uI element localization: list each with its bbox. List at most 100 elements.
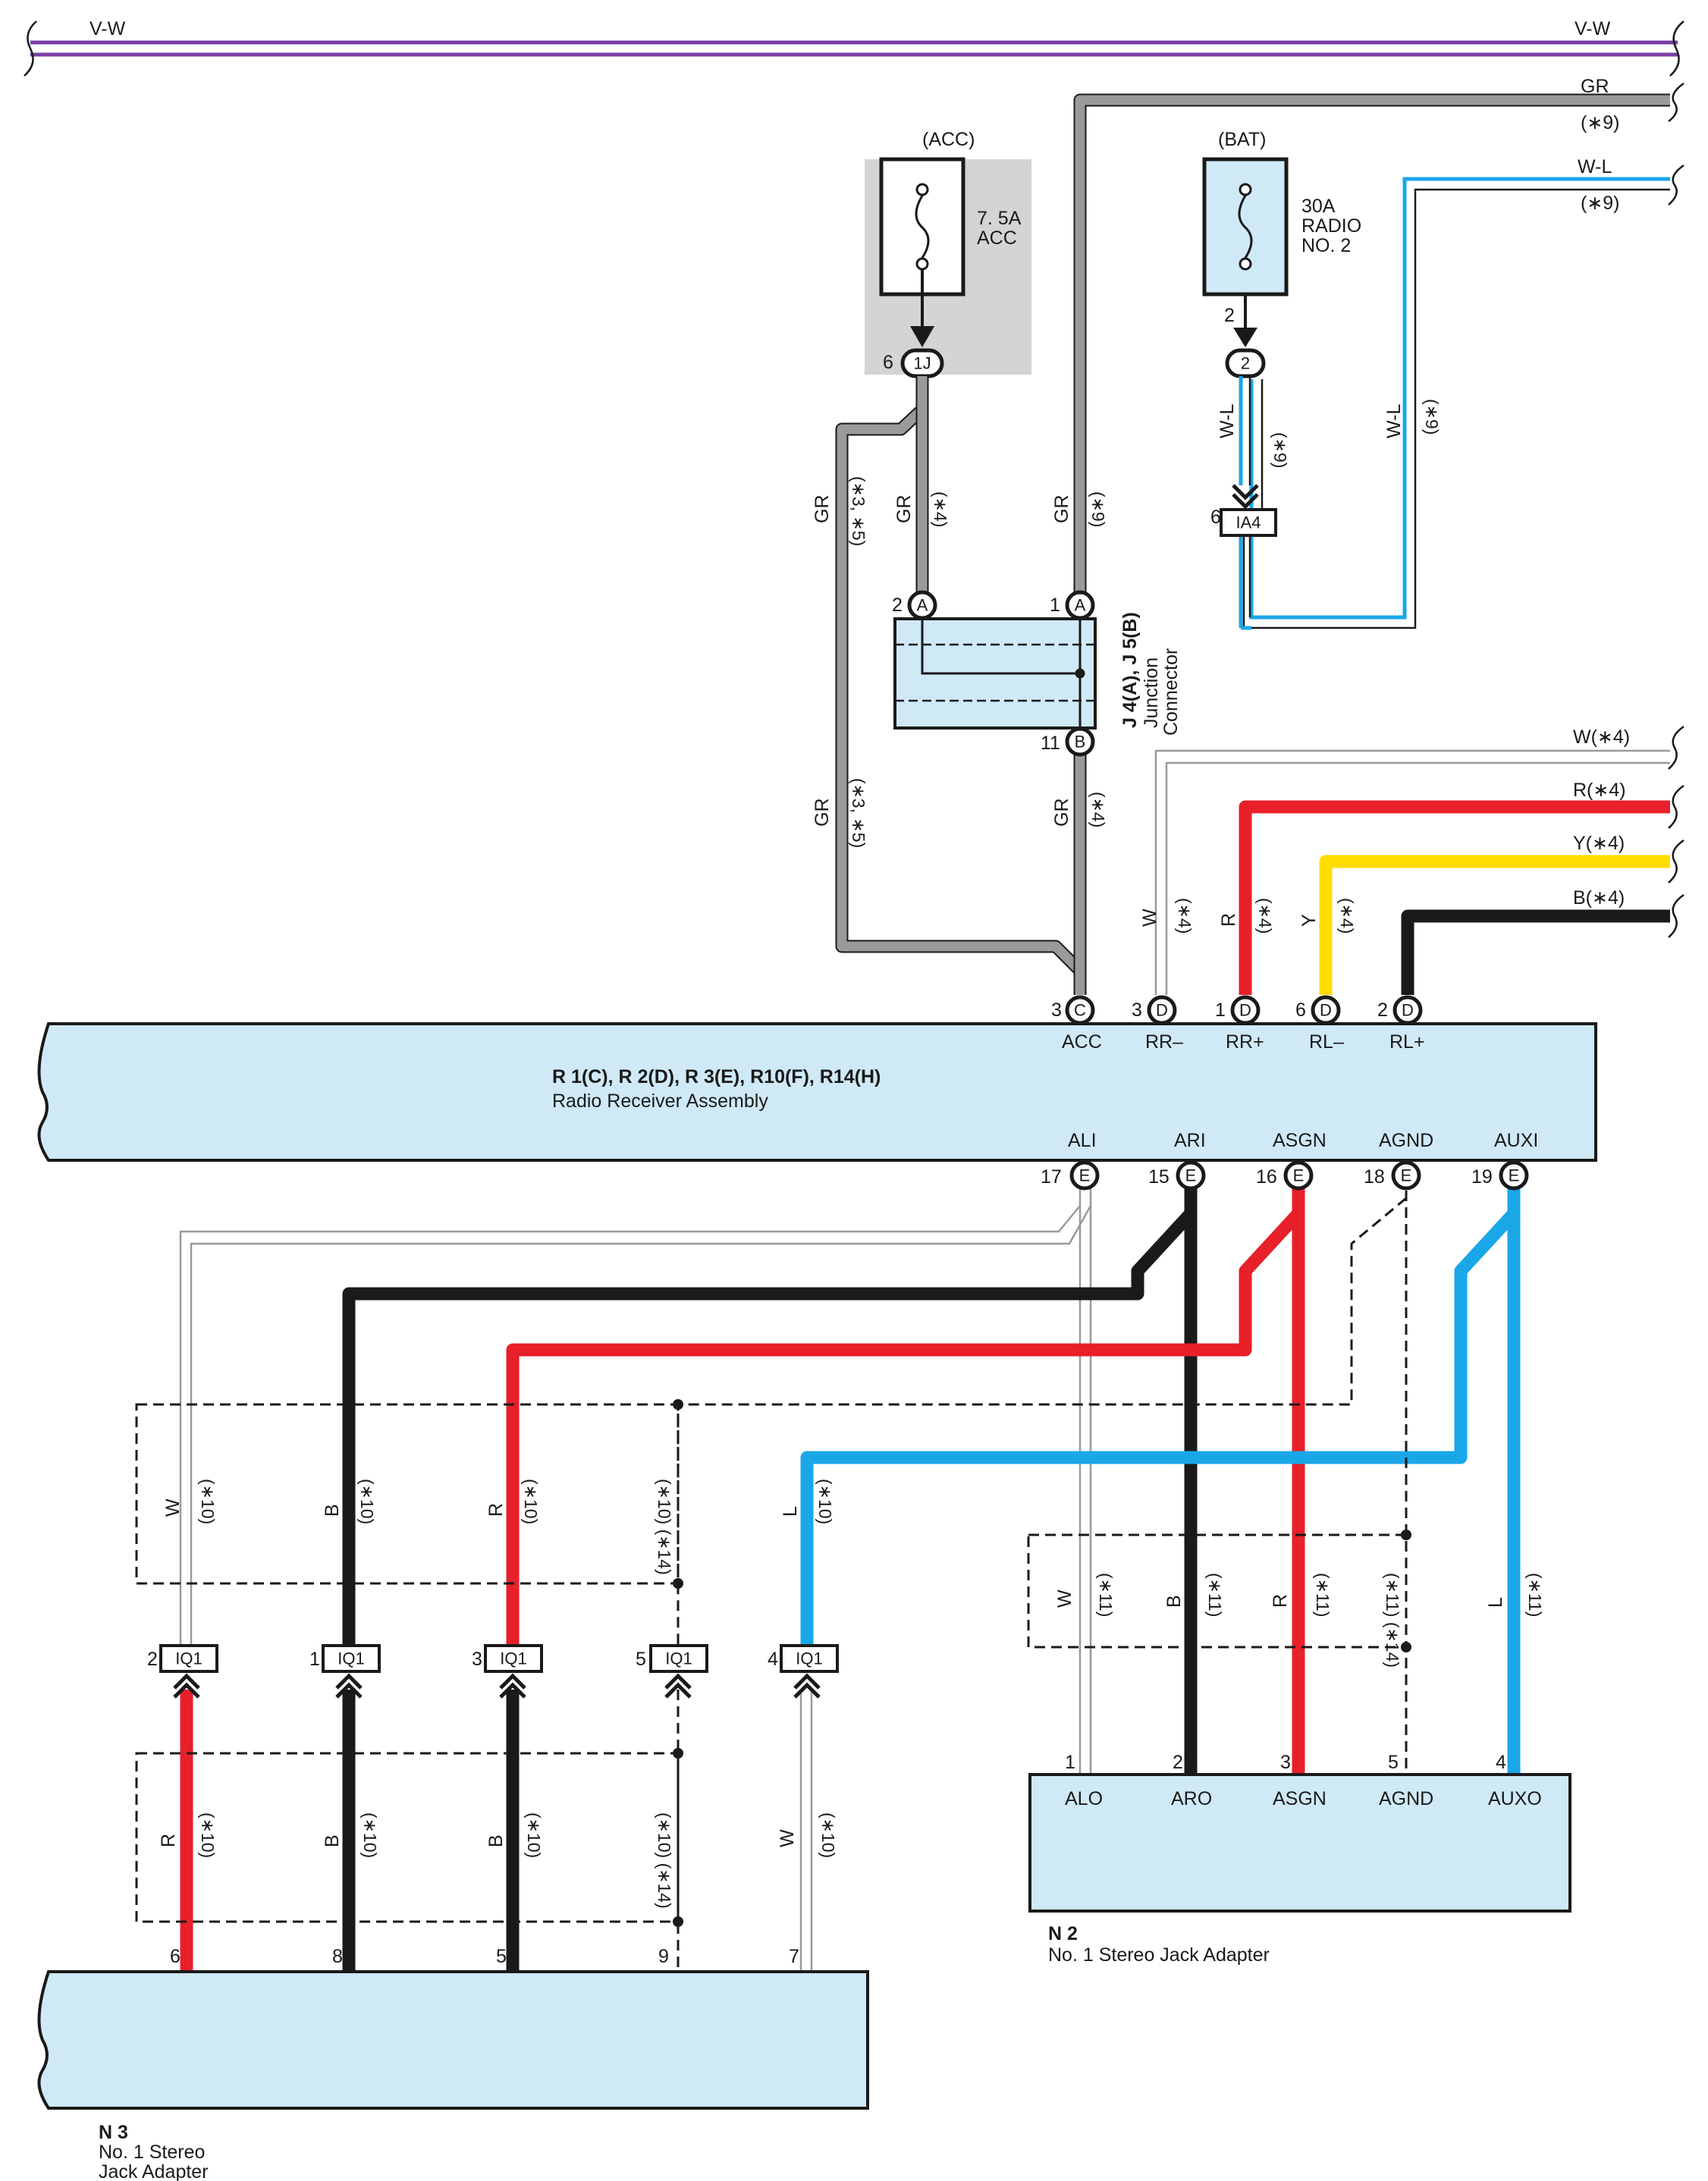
w-l-vert-label-2: W-L [1383,404,1405,438]
n3-box [37,1970,869,2110]
radio-top-pin-rl-minus: 6 D RL– [1295,995,1344,1053]
radio-bottom-pin-ari-letter: E [1185,1166,1197,1185]
left-upper-label-r: R [485,1503,507,1517]
radio-bottom-pin-asgn-name: ASGN [1273,1130,1327,1151]
radio-receiver-box [37,1022,1597,1162]
iq1-connector-3: 3 IQ1 [472,1644,543,1699]
radio-bottom-pin-asgn: 16 E [1256,1160,1314,1191]
left-upper-label-l: L [780,1506,801,1517]
radio-bottom-pin-ali-letter: E [1079,1166,1091,1185]
radio-top-pin-rr-minus-num: 3 [1132,999,1142,1021]
n3-subtitle-1: No. 1 Stereo [99,2142,205,2163]
left-upper-note-w: (∗10) [198,1479,218,1524]
bat-w-l-wire [1232,376,1259,630]
radio-top-pin-rr-minus-name: RR– [1145,1031,1183,1053]
rr-plus-vert-note: (∗4) [1255,898,1275,934]
n2-pin-auxo: AUXO [1488,1788,1542,1809]
w-l-label: W-L [1578,156,1612,177]
radio-bottom-pin-ali: 17 E [1041,1160,1100,1191]
w-l-vert-note-2: (∗9) [1422,399,1442,435]
acc-connector-pin: 6 [883,352,893,373]
radio-top-pin-rl-minus-name: RL– [1309,1031,1344,1053]
n2-pin-alo: ALO [1065,1788,1103,1809]
gr-vert-note-5: (∗4) [1088,792,1108,827]
n3-pin-7: 7 [789,1946,799,1967]
right-label-b: B [1163,1595,1185,1608]
radio-bottom-pin-auxi-name: AUXI [1494,1130,1538,1151]
gr-vert-label-3: GR [1051,495,1072,524]
junction-pin-11-num: 11 [1041,733,1060,754]
right-shield [1027,1533,1408,1649]
junction-subtitle-2: Connector [1160,648,1182,736]
iq1-3-pin: 3 [472,1649,482,1670]
junction-pin-a2-letter: A [917,596,928,615]
radio-top-pin-acc-num: 3 [1051,999,1062,1021]
radio-top-pin-rl-plus-name: RL+ [1389,1031,1425,1053]
radio-bottom-pin-ari: 15 E [1148,1160,1206,1191]
left-shield-lower [135,1752,680,1923]
shield-junction-dot [673,1578,683,1589]
n2-title: N 2 [1048,1923,1078,1944]
radio-top-pin-rr-minus-circle [1147,995,1177,1025]
radio-top-pin-rr-plus-name: RR+ [1226,1031,1264,1053]
radio-bottom-pin-ali-num: 17 [1041,1166,1062,1188]
left-lower-note-shield: (∗10) (∗14) [655,1812,674,1909]
right-label-r: R [1270,1594,1291,1608]
gr-vert-label-2: GR [893,495,915,524]
right-label-w: W [1054,1589,1075,1608]
acc-fuse-rating: 7. 5A [977,208,1022,229]
left-upper-note-l: (∗10) [815,1479,835,1524]
shield-junction-dot [673,1748,683,1759]
iq1-1-id: IQ1 [338,1649,364,1668]
right-note-b: (∗11) [1205,1573,1225,1617]
shield-junction-dot [1401,1642,1411,1652]
bat-fuse-name-2: NO. 2 [1301,235,1351,256]
gr-label: GR [1581,76,1609,97]
iq1-5-pin: 5 [636,1649,646,1670]
ia4-connector [1220,508,1277,537]
radio-bottom-pin-asgn-circle [1283,1160,1314,1191]
shield-junction-dot [1401,1530,1411,1540]
iq1-2-id: IQ1 [175,1649,202,1668]
n2-subtitle: No. 1 Stereo Jack Adapter [1048,1944,1270,1966]
radio-top-pin-rr-plus: 1 D RR+ [1215,995,1264,1053]
junction-internal [895,619,1095,728]
iq1-connector-5: 5 IQ1 [636,1644,708,1699]
radio-bottom-pin-auxi-num: 19 [1471,1166,1493,1188]
iq1-connector-2: 2 IQ1 [147,1644,218,1699]
junction-pin-a2 [907,590,937,620]
ia4-id: IA4 [1235,513,1261,532]
n2-pin-agnd: AGND [1379,1788,1433,1809]
bat-fuse-rating: 30A [1301,196,1336,217]
rl-minus-vert-label: Y [1298,914,1320,927]
junction-title: J 4(A), J 5(B) [1119,612,1141,728]
b-4-label: B(∗4) [1573,887,1625,908]
radio-bottom-pin-asgn-letter: E [1293,1166,1305,1185]
lower-harness-wires [179,1174,1521,1775]
n2-pin-5: 5 [1388,1752,1399,1773]
radio-bottom-pin-agnd: 18 E [1364,1160,1421,1191]
radio-bottom-pin-agnd-circle [1391,1160,1421,1191]
radio-bottom-pin-agnd-num: 18 [1364,1166,1385,1188]
n3-pin-6: 6 [170,1946,181,1967]
radio-top-pin-acc: 3 C ACC [1051,995,1102,1053]
bat-fuse-name-1: RADIO [1301,215,1361,237]
shield-junction-dot [673,1399,683,1410]
rr-minus-vert-note: (∗4) [1175,898,1195,934]
rl-minus-vert-note: (∗4) [1337,898,1357,934]
acc-fuse-name: ACC [977,228,1017,249]
left-lower-label-r: R [158,1834,179,1847]
n2-pin-4: 4 [1496,1752,1506,1773]
radio-title: R 1(C), R 2(D), R 3(E), R10(F), R14(H) [552,1066,881,1087]
radio-bottom-pin-auxi-letter: E [1509,1166,1520,1185]
bat-connector-id: 2 [1241,354,1250,373]
w-4-label: W(∗4) [1573,726,1630,748]
bat-fuse-box [1202,157,1289,297]
left-lower-wires [180,1690,813,1972]
v-w-bus [24,20,1684,77]
radio-bottom-pin-agnd-name: AGND [1379,1130,1433,1151]
n3-subtitle-2: Jack Adapter [99,2161,209,2181]
gr-vert-note-4: (∗3, ∗5) [849,778,868,848]
bat-fuse-symbol [1233,183,1257,347]
left-lower-note-b1: (∗10) [360,1812,380,1858]
